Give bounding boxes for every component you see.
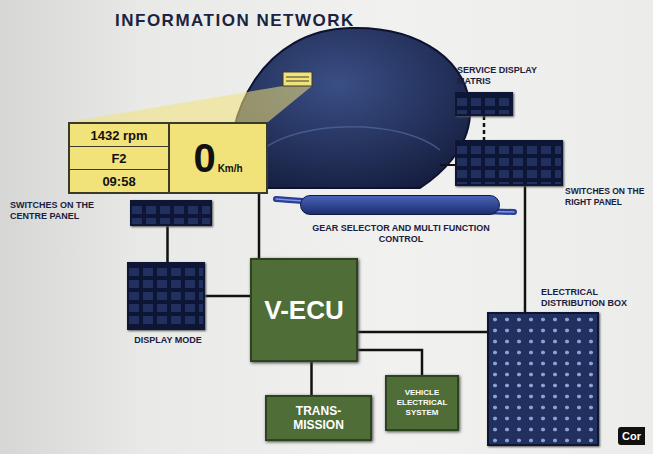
dashboard-display: [283, 72, 312, 86]
dashboard-wire: [440, 164, 455, 166]
display-line: [286, 77, 309, 78]
switch-panel: SWITCHES ON THE RIGHT PANEL: [455, 140, 563, 186]
diagram-title: INFORMATION NETWORK: [115, 11, 355, 31]
zoom-projection: [68, 86, 312, 122]
node-heading: SWITCHES ON THE RIGHT PANEL: [565, 186, 651, 208]
node-heading: DISPLAY MODE: [119, 335, 217, 346]
instrument-display: 1432 rpmF209:580Km/h: [68, 122, 268, 194]
display-mode-panel: DISPLAY MODE: [127, 262, 205, 330]
node-text: 0: [193, 138, 215, 178]
corner-tab: Cor: [618, 427, 645, 445]
node-text: F2: [70, 147, 168, 170]
node-text: Km/h: [218, 163, 243, 174]
node-text: VEHICLE ELECTRICAL SYSTEM: [391, 388, 453, 418]
gear-selector: GEAR SELECTOR AND MULTI FUNCTION CONTROL: [300, 195, 500, 215]
display-line: [286, 81, 309, 82]
dashboard-contour: [262, 127, 440, 150]
node-heading: SWITCHES ON THE CENTRE PANEL: [10, 200, 126, 222]
network-wire: [524, 186, 527, 312]
network-wire: [358, 350, 422, 375]
network-wire: [358, 331, 487, 334]
distribution-box: ELECTRICAL DISTRIBUTION BOX: [487, 312, 599, 446]
display-readout-column: 1432 rpmF209:58: [70, 124, 170, 192]
display-speed-area: 0Km/h: [170, 124, 266, 192]
transmission-box: TRANS- MISSION: [265, 395, 372, 441]
node-heading: SERVICE DISPLAY MATRIS: [457, 65, 567, 87]
network-wire: [310, 362, 313, 395]
node-text: 09:58: [70, 170, 168, 192]
network-wire: [205, 295, 250, 298]
switch-panel: SWITCHES ON THE CENTRE PANEL: [130, 200, 212, 226]
service-display: SERVICE DISPLAY MATRIS: [455, 92, 513, 116]
node-text: 1432 rpm: [70, 124, 168, 147]
electrical-system-box: VEHICLE ELECTRICAL SYSTEM: [385, 375, 459, 431]
node-heading: GEAR SELECTOR AND MULTI FUNCTION CONTROL: [291, 223, 511, 245]
node-text: V-ECU: [264, 295, 343, 326]
node-text: TRANS- MISSION: [288, 404, 350, 432]
control-unit: V-ECU: [250, 258, 358, 362]
network-wire: [166, 226, 169, 262]
node-heading: ELECTRICAL DISTRIBUTION BOX: [541, 287, 641, 309]
network-wire: [258, 194, 261, 258]
network-wire: [483, 116, 486, 140]
